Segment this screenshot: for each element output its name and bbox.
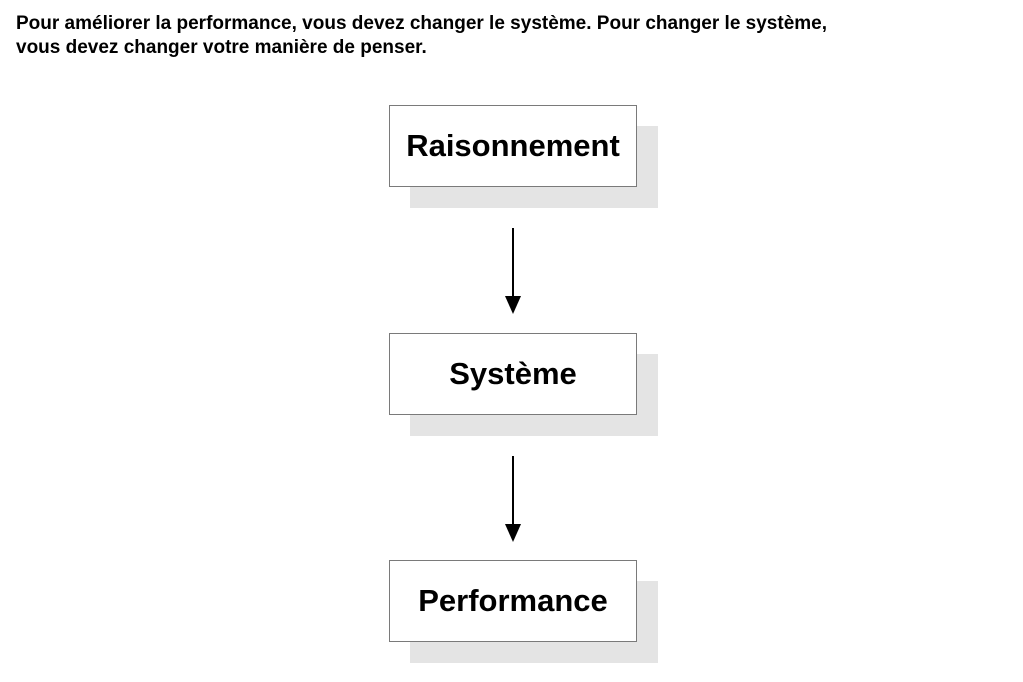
arrow-head <box>505 296 521 314</box>
node-box: Raisonnement <box>389 105 637 187</box>
arrow-shaft <box>512 228 514 298</box>
node-label-raisonnement: Raisonnement <box>406 128 620 163</box>
diagram-caption: Pour améliorer la performance, vous deve… <box>16 12 1006 60</box>
node-box: Performance <box>389 560 637 642</box>
arrow-raisonnement-to-systeme <box>503 228 523 314</box>
arrow-head <box>505 524 521 542</box>
node-systeme: Système <box>389 333 658 436</box>
node-label-performance: Performance <box>418 583 608 618</box>
arrow-systeme-to-performance <box>503 456 523 542</box>
node-performance: Performance <box>389 560 658 663</box>
node-raisonnement: Raisonnement <box>389 105 658 208</box>
caption-line-2: vous devez changer votre manière de pens… <box>16 37 427 58</box>
arrow-shaft <box>512 456 514 526</box>
node-label-systeme: Système <box>449 356 577 391</box>
caption-line-1: Pour améliorer la performance, vous deve… <box>16 13 828 34</box>
node-box: Système <box>389 333 637 415</box>
